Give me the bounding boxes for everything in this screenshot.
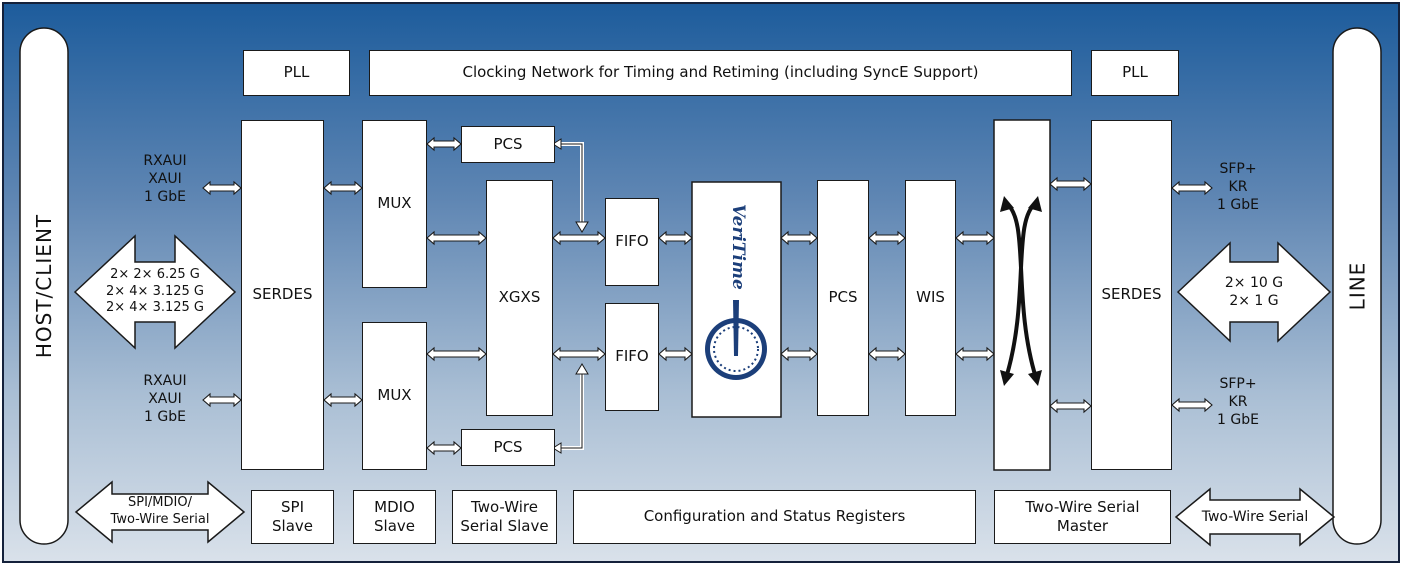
line-bar (1332, 27, 1382, 545)
fifo-bottom-block: FIFO (605, 303, 659, 411)
xgxs-block: XGXS (486, 180, 553, 416)
pcs-bottom-to-fifo-connector (555, 370, 584, 450)
host-client-text: HOST/CLIENT (32, 213, 57, 359)
arrow-serdes-mux-bottom (323, 392, 363, 408)
wis-block: WIS (905, 180, 956, 416)
two-wire-master-block: Two-Wire Serial Master (994, 490, 1171, 544)
arrow-mux-pcs-bottom (426, 440, 462, 456)
arrow-serdes-mux-top (323, 180, 363, 196)
arrow-serdes-line-top (1171, 180, 1213, 196)
line-text: LINE (1345, 261, 1370, 311)
arrow-serdes-line-bottom (1171, 397, 1213, 413)
fifo-top-block: FIFO (605, 198, 659, 286)
arrow-pcs-wis-top (868, 230, 906, 246)
host-client-bar (19, 27, 69, 545)
line-label: LINE (1333, 28, 1381, 544)
host-bottom-interface-label: RXAUI XAUI 1 GbE (143, 373, 187, 426)
clocking-network-block: Clocking Network for Timing and Retiming… (369, 50, 1072, 96)
arrow-xgxs-fifo-top (552, 230, 606, 246)
mgmt-left-label: SPI/MDIO/ Two-Wire Serial (110, 495, 210, 527)
line-rates-label: 2× 10 G 2× 1 G (1224, 274, 1284, 309)
config-status-block: Configuration and Status Registers (573, 490, 976, 544)
pcs-block: PCS (817, 180, 869, 416)
pll-left-block: PLL (243, 50, 350, 96)
two-wire-slave-block: Two-Wire Serial Slave (452, 490, 557, 544)
arrow-pcs-wis-bottom (868, 346, 906, 362)
pcs-bottom-block: PCS (461, 429, 555, 466)
arrow-fifo-veritime-bottom (658, 346, 693, 362)
host-rates-label: 2× 2× 6.25 G 2× 4× 3.125 G 2× 4× 3.125 G (105, 266, 204, 316)
line-bottom-interface-label: SFP+ KR 1 GbE (1217, 376, 1259, 429)
arrow-fifo-veritime-top (658, 230, 693, 246)
crossbar-arrowheads (1000, 196, 1042, 386)
mgmt-right-label: Two-Wire Serial (1201, 508, 1309, 525)
arrow-mux-pcs-top (426, 136, 462, 152)
host-top-interface-label: RXAUI XAUI 1 GbE (143, 153, 187, 206)
serdes-right-block: SERDES (1091, 120, 1172, 470)
line-top-interface-label: SFP+ KR 1 GbE (1217, 161, 1259, 214)
arrow-mux-xgxs-bottom (426, 346, 487, 362)
mux-top-block: MUX (362, 120, 427, 288)
crossbar-cross-icon (1004, 201, 1038, 379)
arrow-mux-xgxs-top (426, 230, 487, 246)
arrow-host-serdes-top (202, 180, 242, 196)
mgmt-right-arrow (1174, 487, 1336, 547)
spi-slave-block: SPI Slave (251, 490, 334, 544)
line-rates-arrow (1176, 241, 1332, 343)
arrow-wis-cross-bottom (955, 346, 995, 362)
host-client-label: HOST/CLIENT (20, 28, 68, 544)
veritime-logo: VeriTime (728, 204, 748, 290)
mgmt-left-arrow (74, 480, 246, 544)
pcs-top-to-fifo-connector (555, 142, 584, 226)
arrow-cross-serdes-bottom (1049, 398, 1092, 414)
host-rates-arrow (73, 234, 237, 350)
pll-right-block: PLL (1091, 50, 1179, 96)
arrow-host-serdes-bottom (202, 392, 242, 408)
arrow-veritime-pcs-top (780, 230, 818, 246)
arrow-veritime-pcs-bottom (780, 346, 818, 362)
arrow-xgxs-fifo-bottom (552, 346, 606, 362)
arrow-cross-serdes-top (1049, 176, 1092, 192)
serdes-left-block: SERDES (241, 120, 324, 470)
pcs-top-block: PCS (461, 126, 555, 163)
small-double-arrows (202, 136, 1213, 456)
mdio-slave-block: MDIO Slave (353, 490, 436, 544)
veritime-stopwatch-icon (705, 300, 767, 380)
mux-bottom-block: MUX (362, 322, 427, 470)
arrow-wis-cross-top (955, 230, 995, 246)
